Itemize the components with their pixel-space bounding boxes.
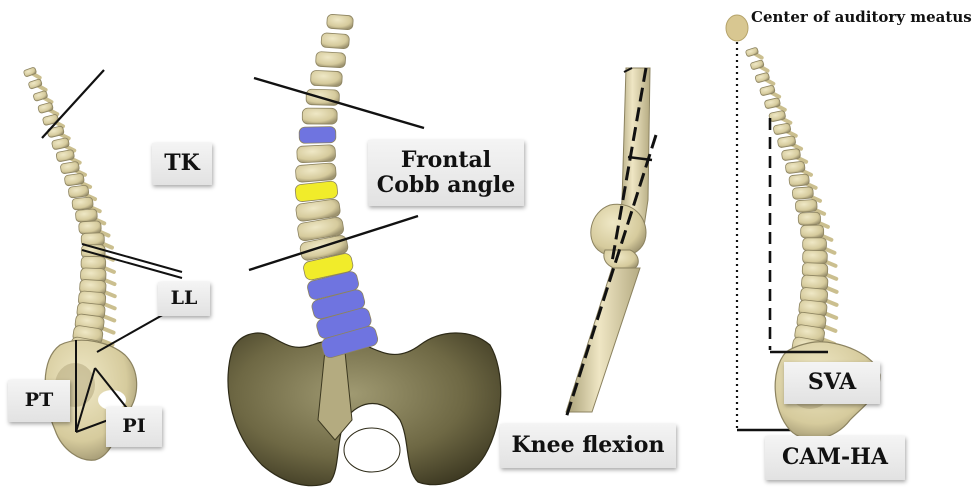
vertebra <box>315 51 345 67</box>
frontal-label-line2: Cobb angle <box>377 173 516 198</box>
vertebra <box>792 187 813 200</box>
tk-label: TK <box>152 143 212 185</box>
ll-label: LL <box>158 282 210 316</box>
vertebra <box>302 108 337 124</box>
cam-ha-label: CAM-HA <box>765 436 905 480</box>
frontal-spine <box>295 14 380 359</box>
pt-label: PT <box>8 380 70 422</box>
vertebra <box>801 225 824 238</box>
vertebra <box>68 185 89 198</box>
pelvis-frontal <box>228 333 501 486</box>
vertebra <box>781 148 801 161</box>
vertebra <box>75 209 97 222</box>
vertebra <box>299 127 336 144</box>
frontal-label-line1: Frontal <box>401 148 491 173</box>
pi-label: PI <box>106 407 162 447</box>
vertebra <box>785 161 805 174</box>
sagittal-spine-left <box>23 67 115 358</box>
sva-label: SVA <box>784 362 880 404</box>
vertebra <box>64 173 84 186</box>
vertebra <box>297 145 336 163</box>
vertebra <box>789 174 810 187</box>
vertebra <box>327 14 354 30</box>
knee-flexion-label: Knee flexion <box>500 424 676 468</box>
vertebra <box>803 250 828 264</box>
sagittal-spine-right <box>745 47 837 358</box>
frontal-cobb-angle-label: Frontal Cobb angle <box>368 140 524 206</box>
vertebra <box>321 33 350 49</box>
vertebra <box>79 221 102 234</box>
center-auditory-meatus-label: Center of auditory meatus <box>751 8 972 26</box>
vertebra <box>295 163 336 183</box>
auditory-meatus-marker <box>726 15 748 41</box>
vertebra <box>795 199 817 212</box>
vertebra <box>295 181 338 203</box>
vertebra <box>72 197 94 210</box>
vertebra <box>310 70 342 86</box>
vertebra <box>798 212 821 225</box>
vertebra <box>803 238 827 251</box>
